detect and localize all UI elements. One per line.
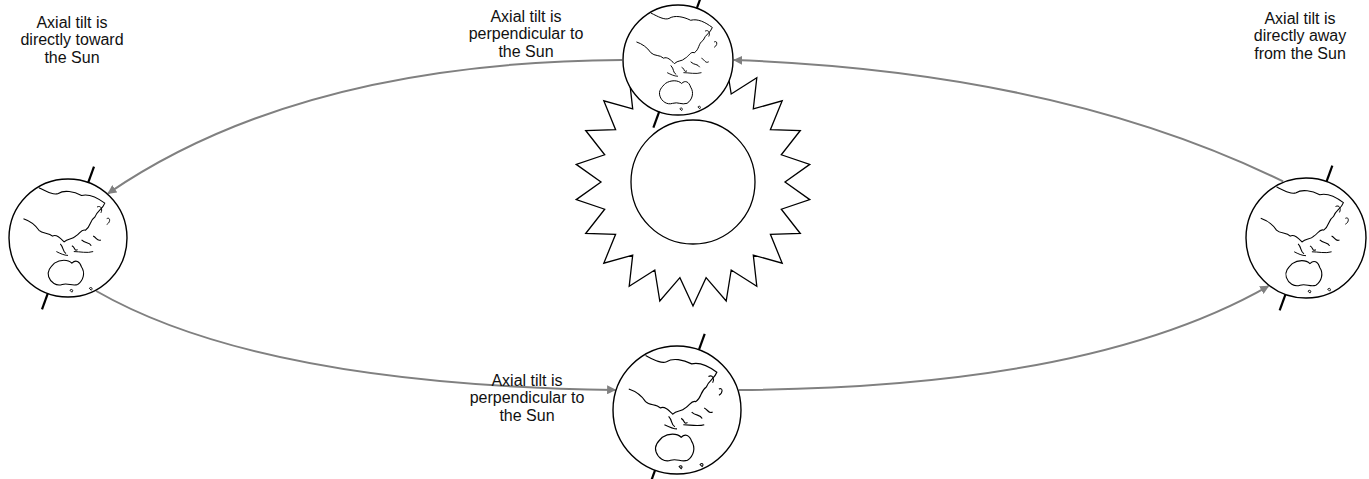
earth-drawing [1245, 177, 1367, 299]
orbit-arrow [108, 60, 622, 193]
earth-globe: Axial tilt is directly toward the Sun [8, 178, 128, 298]
orbit-position-label: Axial tilt is perpendicular to the Sun [468, 372, 586, 424]
orbit-position-label: Axial tilt is directly away from the Sun [1238, 10, 1362, 62]
earth-drawing [622, 4, 734, 116]
orbit-arrow [739, 286, 1269, 390]
orbit-position-label: Axial tilt is directly toward the Sun [9, 14, 135, 66]
orbit-position-label: Axial tilt is perpendicular to the Sun [467, 8, 585, 60]
earth-globe: Axial tilt is directly away from the Sun [1245, 177, 1367, 299]
earth-globe: Axial tilt is perpendicular to the Sun [612, 345, 742, 475]
orbit-arrow [734, 60, 1283, 181]
earth-drawing [8, 178, 128, 298]
earth-drawing [612, 345, 742, 475]
earth-globe: Axial tilt is perpendicular to the Sun [622, 4, 734, 116]
